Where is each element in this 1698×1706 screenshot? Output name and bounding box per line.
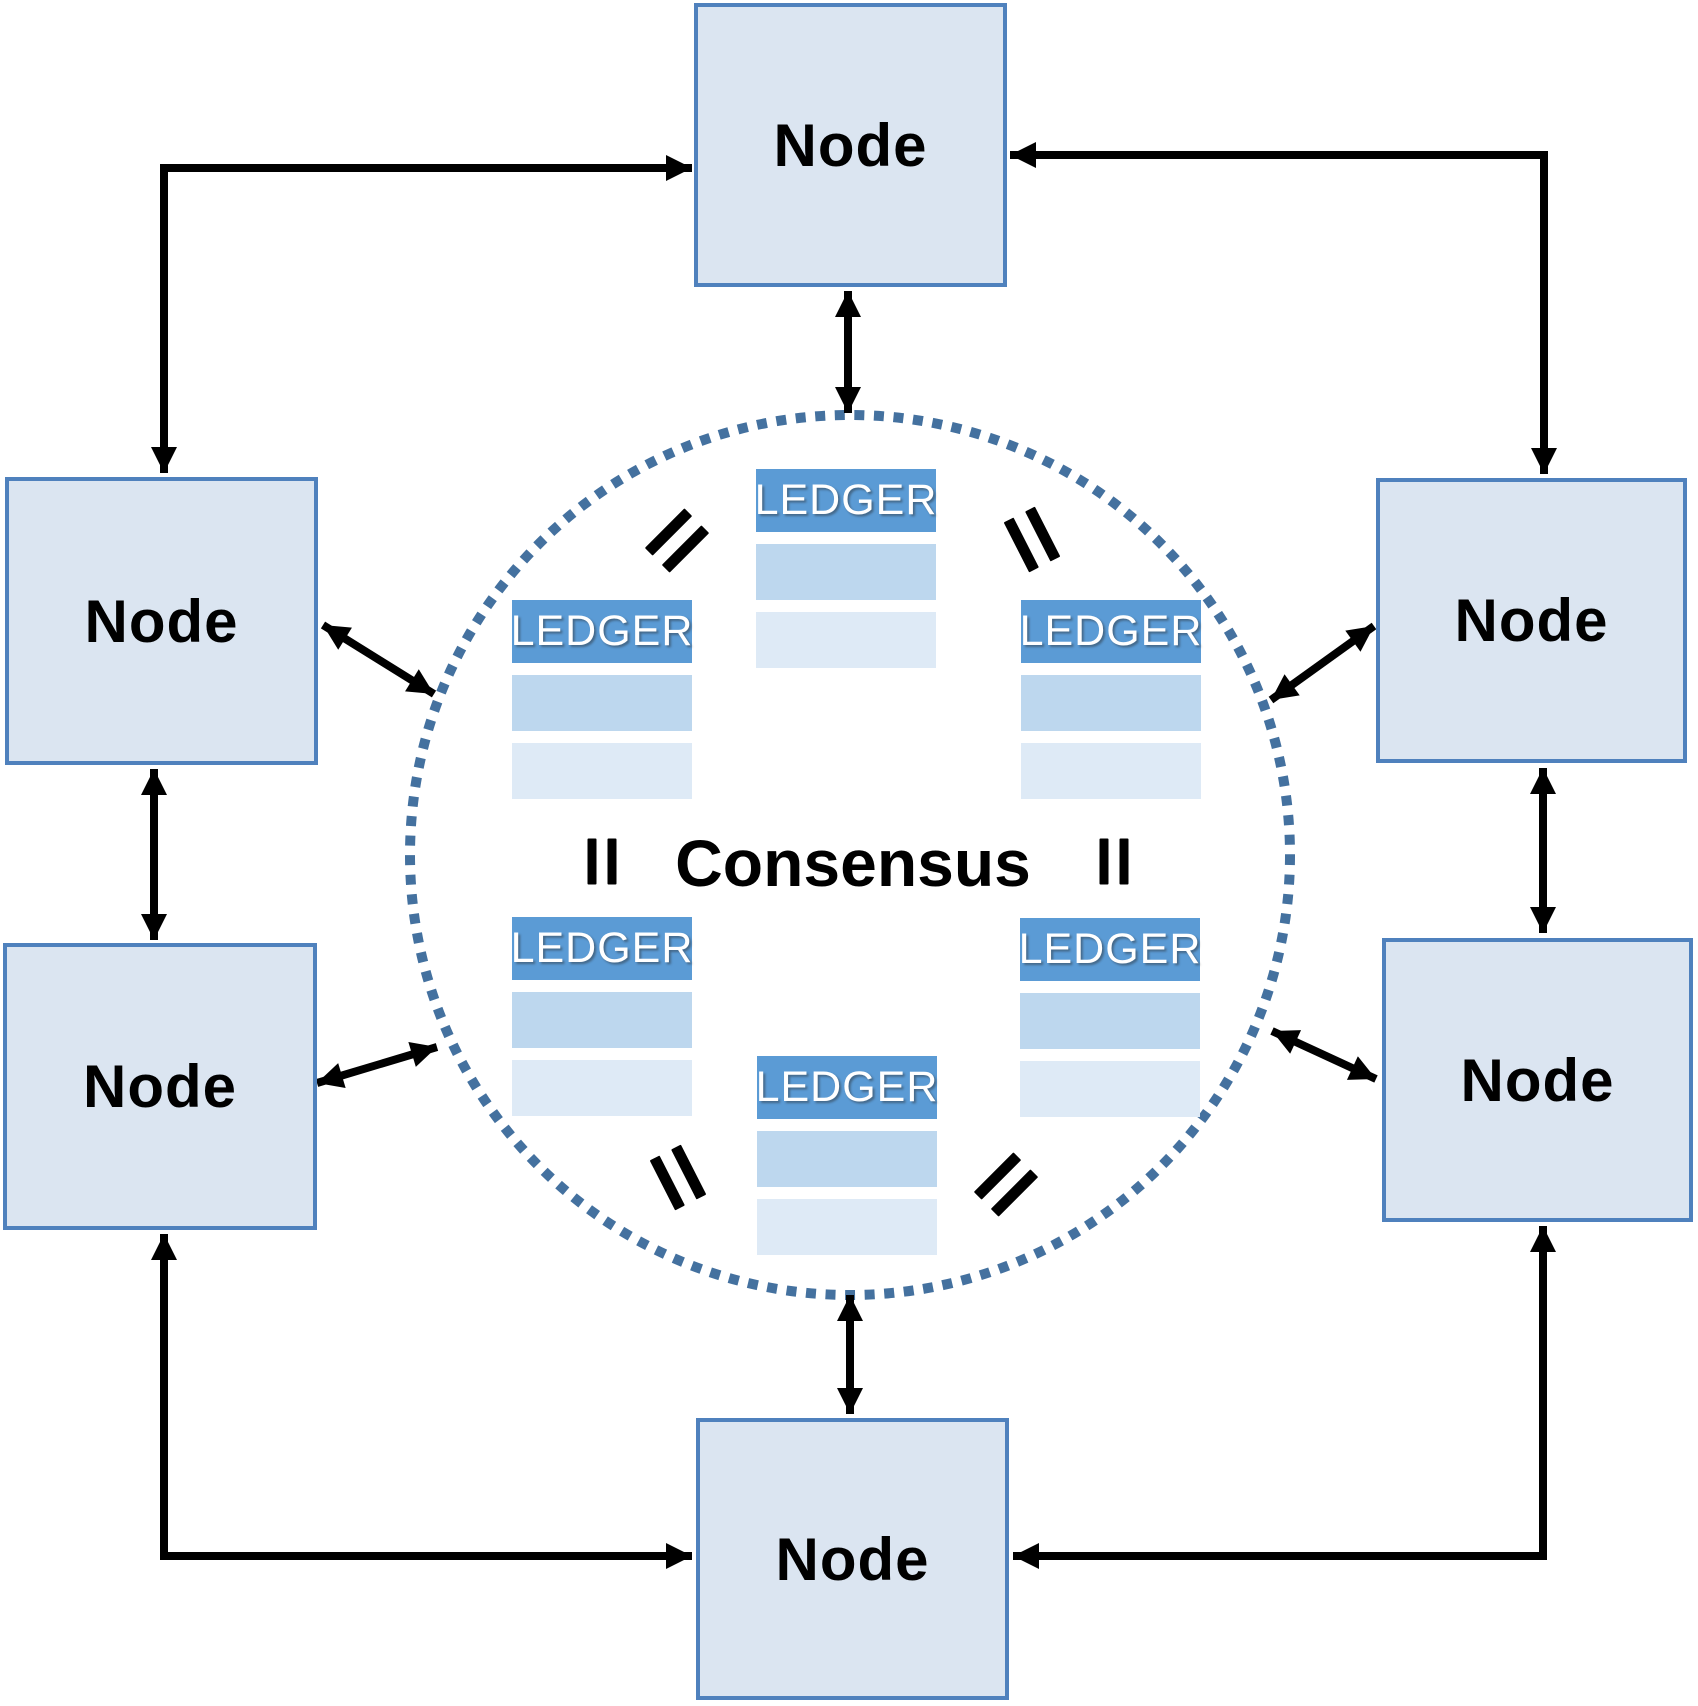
ledger-row xyxy=(756,612,936,668)
ledger-bottom: LEDGER xyxy=(756,1056,937,1255)
arrow-elbow-top-left xyxy=(151,155,692,473)
arrow-elbow-bottom-right xyxy=(1013,1226,1556,1569)
equals-icon xyxy=(587,838,617,885)
ledger-row xyxy=(1020,1061,1200,1117)
node-box-upper-right: Node xyxy=(1376,478,1687,763)
consensus-label: Consensus xyxy=(675,826,1031,900)
ledger-row xyxy=(756,544,936,600)
ledger-left: LEDGER xyxy=(511,600,692,799)
ledger-row xyxy=(757,1131,937,1187)
node-label: Node xyxy=(773,111,928,179)
ledger-top: LEDGER xyxy=(755,469,936,668)
ledger-row xyxy=(512,1060,692,1116)
arrow-elbow-top-right xyxy=(1010,142,1557,474)
ledger-header: LEDGER xyxy=(756,1056,937,1119)
arrow-upper-left-node-circle xyxy=(320,621,437,698)
ledger-row xyxy=(512,992,692,1048)
ledger-row xyxy=(1021,675,1201,731)
node-label: Node xyxy=(83,1053,237,1120)
equals-icon xyxy=(1099,838,1129,885)
ledger-header: LEDGER xyxy=(1019,918,1200,981)
ledger-header: LEDGER xyxy=(755,469,936,532)
arrow-elbow-bottom-left xyxy=(151,1234,692,1569)
ledger-right: LEDGER xyxy=(1020,600,1201,799)
node-box-top: Node xyxy=(694,3,1007,287)
arrow-upper-right-node-circle xyxy=(1268,622,1377,704)
ledger-header: LEDGER xyxy=(1020,600,1201,663)
ledger-row xyxy=(1020,993,1200,1049)
node-box-lower-left: Node xyxy=(3,943,317,1230)
node-box-bottom: Node xyxy=(696,1418,1009,1700)
node-box-upper-left: Node xyxy=(5,477,318,765)
node-label: Node xyxy=(1460,1046,1615,1114)
ledger-row xyxy=(512,743,692,799)
node-label: Node xyxy=(84,587,239,655)
node-label: Node xyxy=(775,1525,930,1593)
node-label: Node xyxy=(1454,587,1609,654)
ledger-header: LEDGER xyxy=(511,600,692,663)
node-box-lower-right: Node xyxy=(1382,938,1693,1222)
ledger-row xyxy=(1021,743,1201,799)
ledger-row xyxy=(512,675,692,731)
ledger-bottom-left: LEDGER xyxy=(511,917,692,1116)
ledger-row xyxy=(757,1199,937,1255)
ledger-bottom-right: LEDGER xyxy=(1019,918,1200,1117)
ledger-header: LEDGER xyxy=(511,917,692,980)
arrow-lower-left-node-circle xyxy=(315,1042,439,1088)
arrow-lower-right-node-circle xyxy=(1270,1027,1378,1083)
